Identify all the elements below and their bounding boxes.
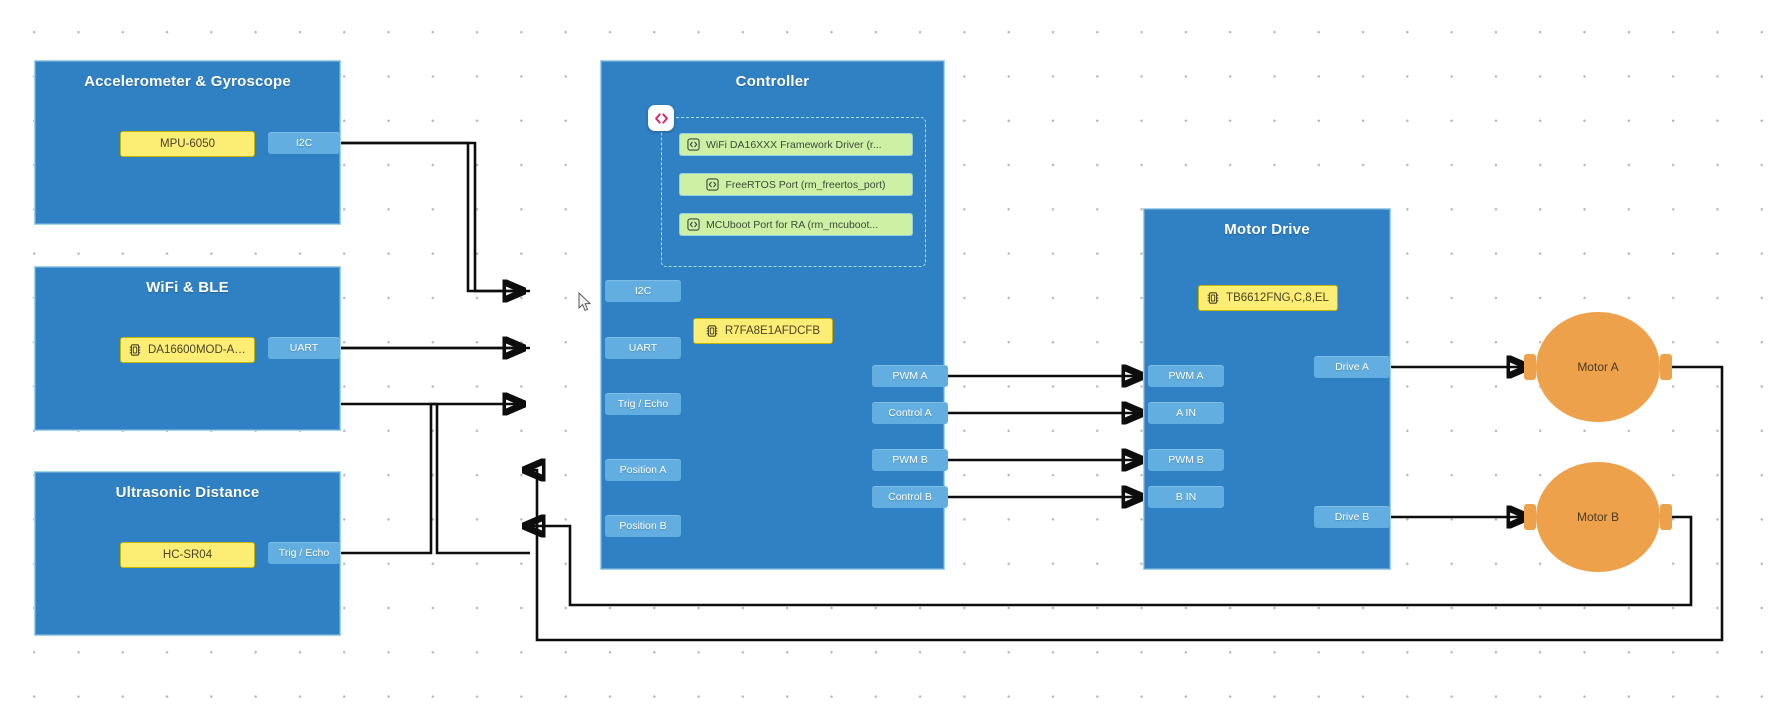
chip-icon [1207,292,1219,304]
chip-label-tb6612fng: TB6612FNG,C,8,EL [1226,292,1329,304]
port-label-wifi-uart: UART [289,342,319,354]
port-label-motor-drive-pwm-b: PWM B [1168,454,1204,466]
port-label-controller-position-a: Position A [619,464,667,476]
motor-b-label: Motor B [1576,510,1619,524]
code-badge[interactable] [648,105,674,131]
motor-a-lug-left [1524,354,1536,380]
port-label-controller-i2c: I2C [634,285,652,297]
port-motor-drive-b-in[interactable]: B IN [1148,486,1224,508]
motor-b[interactable]: Motor B [1536,462,1660,572]
port-label-controller-position-b: Position B [619,520,667,532]
chip-icon [129,344,141,356]
port-label-motor-drive-b-in: B IN [1175,491,1197,503]
software-module-label-freertos-port: FreeRTOS Port (rm_freertos_port) [725,178,886,191]
port-motor-drive-a-in[interactable]: A IN [1148,402,1224,424]
code-module-icon [706,178,720,191]
block-title-ultrasonic: Ultrasonic Distance [115,484,260,501]
motor-a-lug-right [1660,354,1672,380]
port-accelerometer-i2c[interactable]: I2C [268,132,340,154]
motor-b-lug-left [1524,504,1536,530]
chip-label-da16600mod: DA16600MOD-AAC4... [148,344,246,356]
software-module-mcuboot-port[interactable]: MCUboot Port for RA (rm_mcuboot... [679,213,913,236]
software-module-wifi-driver[interactable]: WiFi DA16XXX Framework Driver (r... [679,133,913,156]
motor-a[interactable]: Motor A [1536,312,1660,422]
block-title-motor-drive: Motor Drive [1224,221,1310,238]
code-icon [654,112,668,124]
port-label-controller-uart: UART [628,342,658,354]
port-label-accelerometer-i2c: I2C [295,137,313,149]
block-title-wifi-ble: WiFi & BLE [146,279,229,296]
port-controller-position-a[interactable]: Position A [605,459,681,481]
motor-a-label: Motor A [1577,360,1619,374]
port-controller-pwm-b[interactable]: PWM B [872,449,948,471]
software-module-group[interactable] [661,117,926,267]
motor-b-group[interactable]: Motor B [1524,462,1672,572]
port-controller-control-a[interactable]: Control A [872,402,948,424]
code-module-icon [687,138,700,151]
mouse-pointer-icon [578,292,592,312]
port-wifi-uart[interactable]: UART [268,337,340,359]
port-label-motor-drive-drive-a: Drive A [1335,361,1369,373]
port-motor-drive-pwm-a[interactable]: PWM A [1148,365,1224,387]
motor-a-group[interactable]: Motor A [1524,312,1672,422]
port-motor-drive-drive-b[interactable]: Drive B [1314,506,1390,528]
port-label-controller-pwm-b: PWM B [892,454,928,466]
port-label-ultrasonic-trig-echo: Trig / Echo [278,547,330,559]
chip-da16600mod[interactable]: DA16600MOD-AAC4... [120,337,255,363]
chip-mpu-6050[interactable]: MPU-6050 [120,131,255,157]
port-motor-drive-drive-a[interactable]: Drive A [1314,356,1390,378]
chip-r7fa8e1afdcfb[interactable]: R7FA8E1AFDCFB [693,318,833,344]
code-module-icon [687,218,700,231]
chip-label-r7fa8e1afdcfb: R7FA8E1AFDCFB [724,325,821,337]
motor-b-lug-right [1660,504,1672,530]
port-label-controller-control-b: Control B [888,491,932,503]
block-title-controller: Controller [735,73,810,90]
port-controller-pwm-a[interactable]: PWM A [872,365,948,387]
chip-label-mpu-6050: MPU-6050 [160,138,215,150]
software-module-freertos-port[interactable]: FreeRTOS Port (rm_freertos_port) [679,173,913,196]
port-controller-uart[interactable]: UART [605,337,681,359]
block-title-accelerometer: Accelerometer & Gyroscope [84,73,291,90]
port-ultrasonic-trig-echo[interactable]: Trig / Echo [268,542,340,564]
port-label-motor-drive-a-in: A IN [1176,407,1196,419]
port-label-controller-pwm-a: PWM A [892,370,928,382]
port-label-motor-drive-pwm-a: PWM A [1168,370,1204,382]
block-controller[interactable]: Controller WiFi DA16XXX Framework Driver… [600,60,945,570]
port-label-controller-control-a: Control A [888,407,932,419]
port-controller-control-b[interactable]: Control B [872,486,948,508]
software-module-label-wifi-driver: WiFi DA16XXX Framework Driver (r... [706,138,882,151]
port-controller-i2c[interactable]: I2C [605,280,681,302]
chip-hc-sr04[interactable]: HC-SR04 [120,542,255,568]
port-controller-trig-echo[interactable]: Trig / Echo [605,393,681,415]
port-controller-position-b[interactable]: Position B [605,515,681,537]
port-label-controller-trig-echo: Trig / Echo [617,398,669,410]
port-motor-drive-pwm-b[interactable]: PWM B [1148,449,1224,471]
chip-tb6612fng[interactable]: TB6612FNG,C,8,EL [1198,285,1338,311]
chip-icon [706,325,718,337]
software-module-label-mcuboot-port: MCUboot Port for RA (rm_mcuboot... [706,218,879,231]
port-label-motor-drive-drive-b: Drive B [1334,511,1370,523]
chip-label-hc-sr04: HC-SR04 [162,549,213,561]
